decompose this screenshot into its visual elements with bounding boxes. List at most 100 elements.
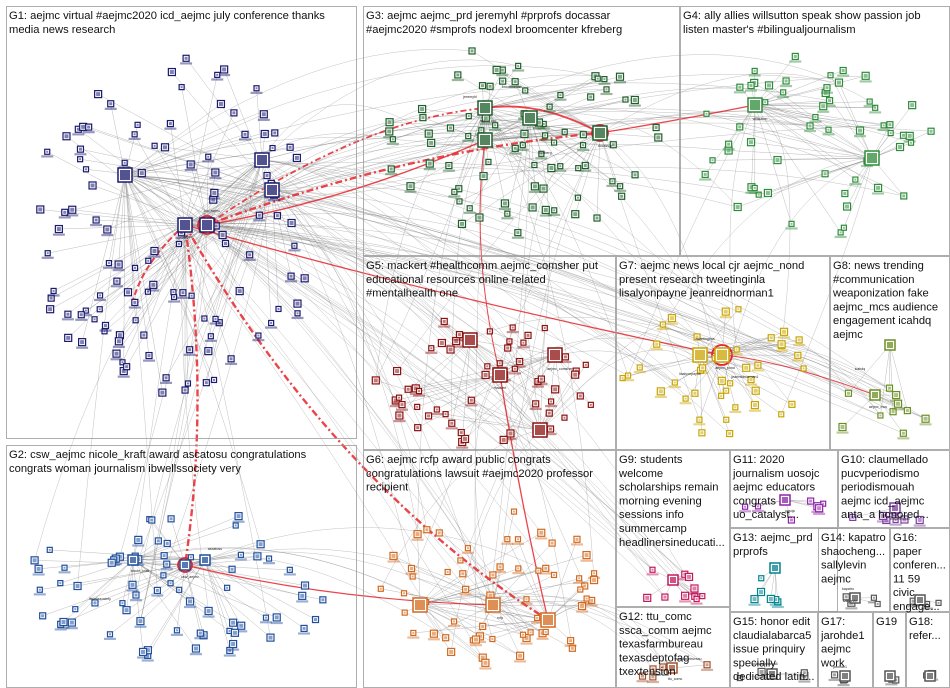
- vertex-avatar: [638, 366, 641, 369]
- vertex-avatar: [231, 642, 236, 647]
- vertex-label-mark: [453, 338, 466, 341]
- edge-curve: [206, 224, 881, 416]
- vertex-avatar: [759, 590, 764, 595]
- vertex-avatar: [563, 130, 566, 133]
- vertex-avatar: [84, 309, 87, 312]
- vertex-label-mark: [99, 329, 112, 332]
- vertex-label-mark: [479, 667, 492, 670]
- vertex-avatar: [749, 84, 753, 88]
- vertex-label-mark: [445, 427, 458, 430]
- vertex-avatar: [894, 393, 899, 398]
- vertex-label-mark: [47, 294, 60, 297]
- vertex-label-mark: [539, 572, 552, 575]
- edge-line: [889, 344, 894, 412]
- vertex-label-mark: [785, 227, 798, 230]
- vertex-label-mark: [513, 365, 526, 368]
- vertex-label-mark: [52, 233, 65, 236]
- edge-curve: [163, 189, 273, 576]
- vertex-label-mark: [134, 625, 147, 628]
- edge-line: [825, 92, 873, 159]
- vertex-label-mark: [72, 133, 85, 136]
- vertex-label-mark: [41, 155, 54, 158]
- vertex-avatar: [823, 90, 828, 95]
- vertex-avatar: [839, 231, 842, 234]
- vertex-avatar: [506, 212, 509, 215]
- edge-curve: [474, 374, 501, 596]
- vertex-avatar: [658, 389, 663, 394]
- vertex-avatar: [633, 173, 637, 177]
- vertex-label-mark: [285, 280, 298, 283]
- vertex-label-mark: [600, 92, 613, 96]
- vertex-username: broomcenter: [502, 85, 523, 89]
- vertex-avatar: [725, 389, 728, 392]
- vertex-avatar: [705, 112, 708, 115]
- vertex-avatar: [59, 582, 62, 585]
- vertex-label-mark: [885, 683, 898, 686]
- edge-curve: [492, 601, 654, 670]
- vertex-label-mark: [729, 410, 742, 414]
- vertex-label-mark: [751, 369, 764, 372]
- vertex-avatar: [48, 307, 53, 312]
- cluster-label-line: engage...: [893, 601, 940, 613]
- cluster-label-g4: G4: ally allies willsutton speak show pa…: [683, 10, 921, 36]
- vertex-avatar: [175, 629, 178, 632]
- vertex-label-mark: [771, 605, 784, 609]
- cluster-label-line: jarohde1: [820, 630, 865, 642]
- cluster-label-line: G19: [876, 616, 897, 628]
- cluster-label-line: journalism uosojc: [732, 468, 820, 480]
- vertex-avatar: [902, 133, 906, 137]
- edge-curve: [261, 108, 811, 161]
- vertex-avatar: [87, 125, 91, 129]
- vertex-avatar: [188, 348, 192, 352]
- edge-line: [171, 71, 273, 191]
- edge-line: [830, 75, 873, 159]
- edge-line: [484, 89, 607, 109]
- vertex-username: aejmc: [183, 235, 193, 239]
- vertex-avatar: [243, 132, 247, 136]
- vertex-label-mark: [863, 105, 876, 108]
- edge-curve: [124, 48, 473, 176]
- vertex-avatar: [481, 624, 485, 628]
- vertex-avatar: [822, 502, 825, 505]
- edge-line: [517, 539, 549, 621]
- vertex-avatar: [136, 123, 139, 126]
- vertex-username: aejmc_mcs: [869, 405, 887, 409]
- vertex-label-mark: [613, 81, 626, 84]
- vertex-avatar: [169, 517, 173, 521]
- vertex-label-mark: [137, 656, 150, 659]
- vertex-avatar: [529, 631, 532, 634]
- edge-curve: [184, 224, 697, 600]
- edge-curve: [419, 595, 708, 665]
- edge-curve: [412, 132, 601, 577]
- vertex-label-mark: [646, 573, 659, 576]
- vertex-avatar: [547, 411, 551, 415]
- vertex-label-mark: [218, 73, 231, 77]
- edge-line: [484, 76, 596, 141]
- vertex-avatar: [513, 367, 516, 370]
- edge-line: [393, 555, 494, 606]
- edge-line: [768, 85, 873, 159]
- vertex-username: uosojc: [785, 509, 796, 513]
- vertex-avatar: [532, 184, 537, 189]
- edge-line: [699, 354, 782, 415]
- vertex-avatar: [126, 290, 131, 295]
- edge-curve: [261, 159, 926, 419]
- vertex-avatar: [737, 308, 740, 311]
- cluster-label-line: texasfarmbureau: [619, 639, 703, 651]
- vertex-avatar: [145, 648, 150, 653]
- edge-line: [754, 104, 910, 137]
- vertex-avatar: [537, 569, 540, 572]
- vertex-avatar: [575, 537, 579, 541]
- cluster-label-line: specially: [733, 657, 776, 669]
- vertex-label-mark: [656, 328, 669, 331]
- self-loop: [591, 124, 609, 142]
- vertex-label-mark: [817, 110, 830, 113]
- vertex-label-mark: [141, 659, 154, 662]
- vertex-avatar: [49, 296, 53, 300]
- vertex-avatar: [779, 342, 784, 347]
- vertex-label-mark: [129, 599, 142, 602]
- vertex-label-mark: [82, 131, 95, 134]
- vertex-label-mark: [463, 211, 476, 214]
- edge-curve: [124, 65, 596, 176]
- vertex-label-mark: [679, 402, 692, 405]
